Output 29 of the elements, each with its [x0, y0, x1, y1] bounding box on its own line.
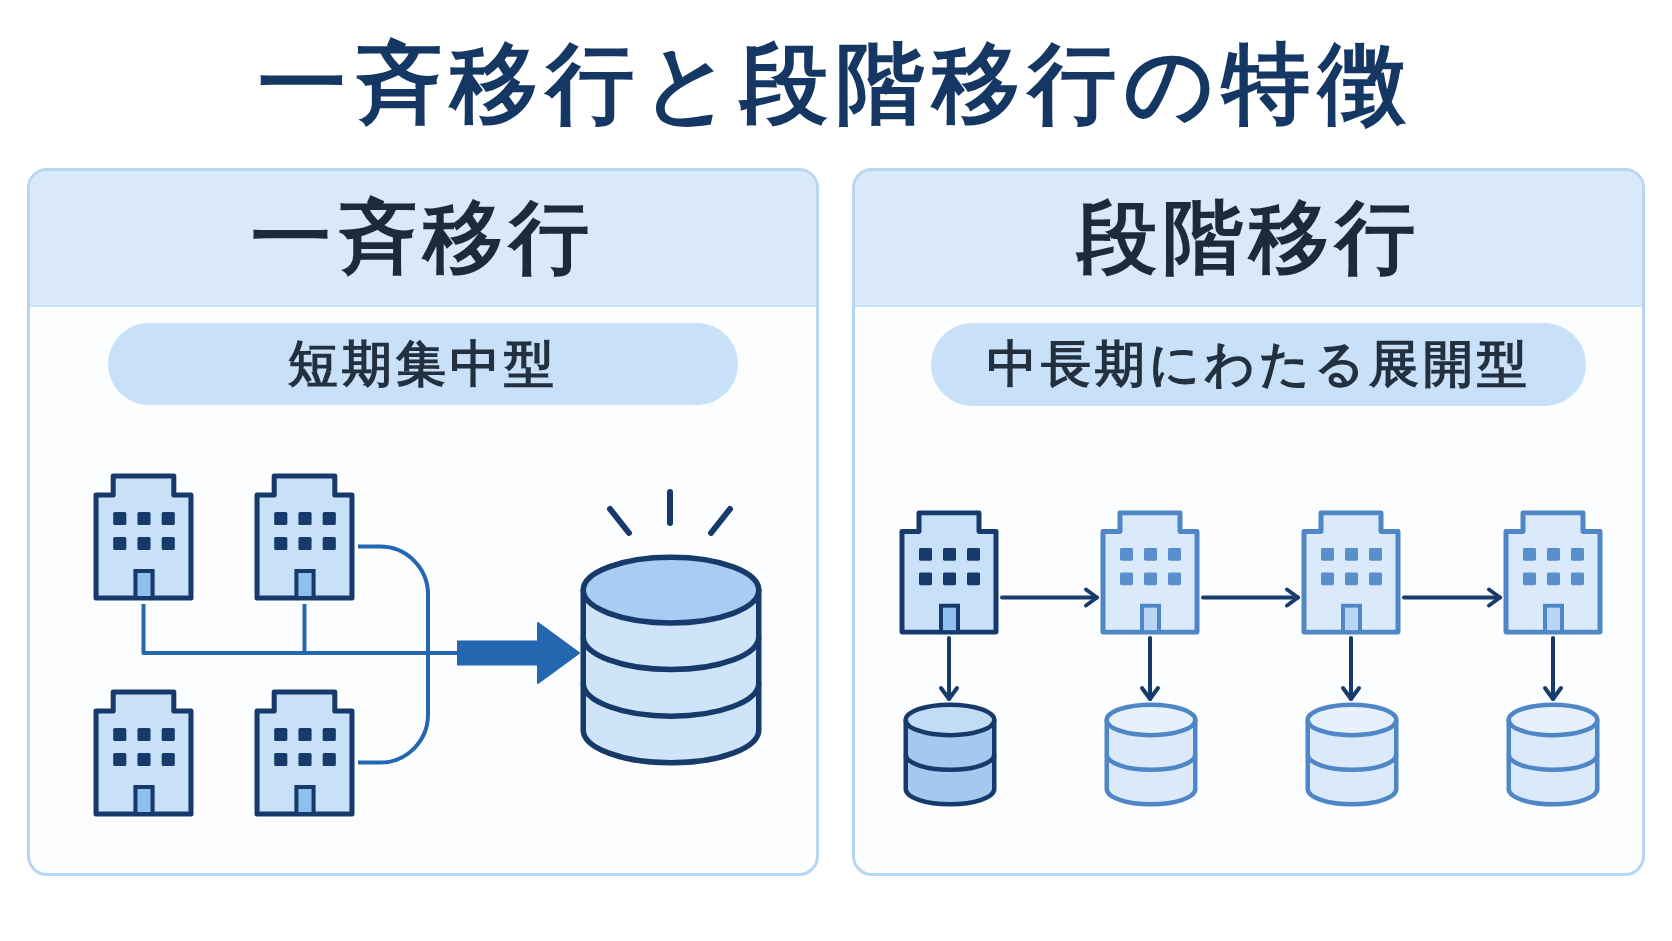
- panel: [852, 168, 1645, 876]
- connector-line: [358, 651, 457, 765]
- building-icon: [93, 689, 194, 817]
- arrow: [1341, 636, 1361, 701]
- arrow: [1543, 636, 1563, 701]
- arrow: [1000, 587, 1099, 608]
- database-icon: [903, 702, 997, 807]
- panel: [27, 168, 819, 876]
- building-icon: [254, 473, 355, 601]
- building-icon: [93, 473, 194, 601]
- pill-label: 中長期にわたる展開型: [931, 323, 1586, 406]
- pill-label: 短期集中型: [108, 323, 738, 405]
- building-icon: [254, 689, 355, 817]
- database-icon: [1104, 702, 1198, 807]
- database-icon: [580, 554, 762, 766]
- panel-heading: 一斉移行: [251, 194, 595, 282]
- arrow: [1201, 587, 1300, 608]
- block-arrow: [457, 622, 580, 684]
- page-title: 一斉移行と段階移行の特徴: [258, 36, 1414, 133]
- arrow: [939, 636, 959, 701]
- arrow: [1140, 636, 1160, 701]
- building-icon: [1301, 510, 1401, 635]
- database-icon: [1506, 702, 1600, 807]
- building-icon: [899, 510, 999, 635]
- database-icon: [1305, 702, 1399, 807]
- building-icon: [1100, 510, 1200, 635]
- panel-heading: 段階移行: [1076, 194, 1421, 282]
- building-icon: [1503, 510, 1603, 635]
- arrow: [1402, 587, 1502, 608]
